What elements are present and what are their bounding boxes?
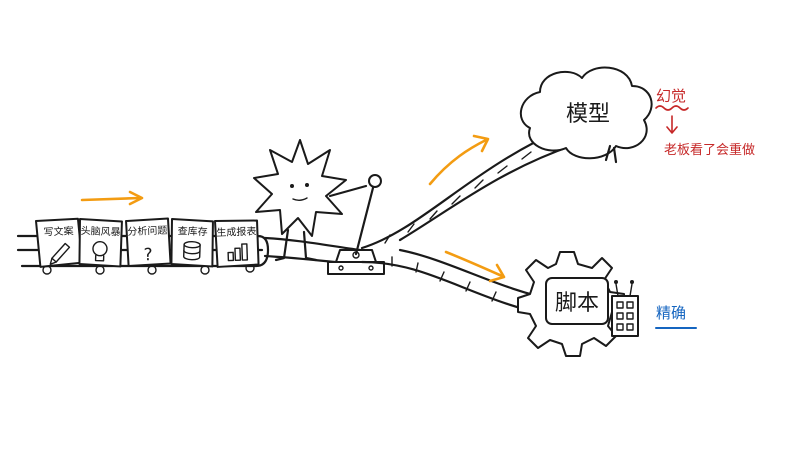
task-card-label: 写文案 bbox=[43, 224, 74, 239]
script-label: 脚本 bbox=[555, 291, 599, 316]
redo-note: 老板看了会重做 bbox=[664, 142, 755, 158]
model-route-arrow bbox=[428, 134, 490, 186]
question-mark-icon: ? bbox=[143, 245, 153, 265]
task-card-label: 查库存 bbox=[177, 224, 207, 238]
input-flow-arrow bbox=[80, 190, 144, 206]
character-right-leg bbox=[302, 230, 318, 262]
task-card: 查库存 bbox=[170, 218, 214, 268]
star-character bbox=[253, 139, 368, 262]
character-eyes bbox=[290, 183, 309, 188]
hallucination-note: 幻觉 bbox=[656, 87, 686, 105]
task-card: 头脑风暴 bbox=[78, 218, 123, 268]
model-cloud: 模型 bbox=[519, 66, 653, 164]
control-panel bbox=[611, 280, 639, 337]
character-mouth bbox=[292, 197, 308, 201]
down-arrow-icon bbox=[666, 115, 678, 134]
hallucination-annotation: 幻觉 老板看了会重做 bbox=[655, 87, 755, 158]
bar-chart-icon bbox=[227, 243, 249, 262]
task-card: 生成报表 bbox=[214, 219, 260, 268]
character-arm bbox=[328, 184, 368, 198]
task-card: 写文案 bbox=[35, 217, 84, 268]
task-card: 分析问题 ? bbox=[125, 217, 172, 267]
wavy-underline-icon bbox=[655, 105, 689, 111]
task-card-label: 生成报表 bbox=[216, 225, 256, 239]
script-gear: 脚本 bbox=[517, 251, 625, 357]
precise-note: 精确 bbox=[656, 304, 686, 322]
pencil-icon bbox=[49, 242, 71, 266]
script-route-arrow bbox=[444, 250, 506, 283]
task-card-label: 头脑风暴 bbox=[80, 224, 120, 238]
switch-lever bbox=[327, 174, 385, 275]
task-card-label: 分析问题 bbox=[127, 224, 167, 238]
precise-annotation: 精确 bbox=[655, 304, 697, 329]
database-icon bbox=[183, 241, 201, 261]
character-left-leg bbox=[274, 228, 290, 262]
lightbulb-icon bbox=[92, 241, 108, 262]
model-label: 模型 bbox=[566, 102, 610, 127]
